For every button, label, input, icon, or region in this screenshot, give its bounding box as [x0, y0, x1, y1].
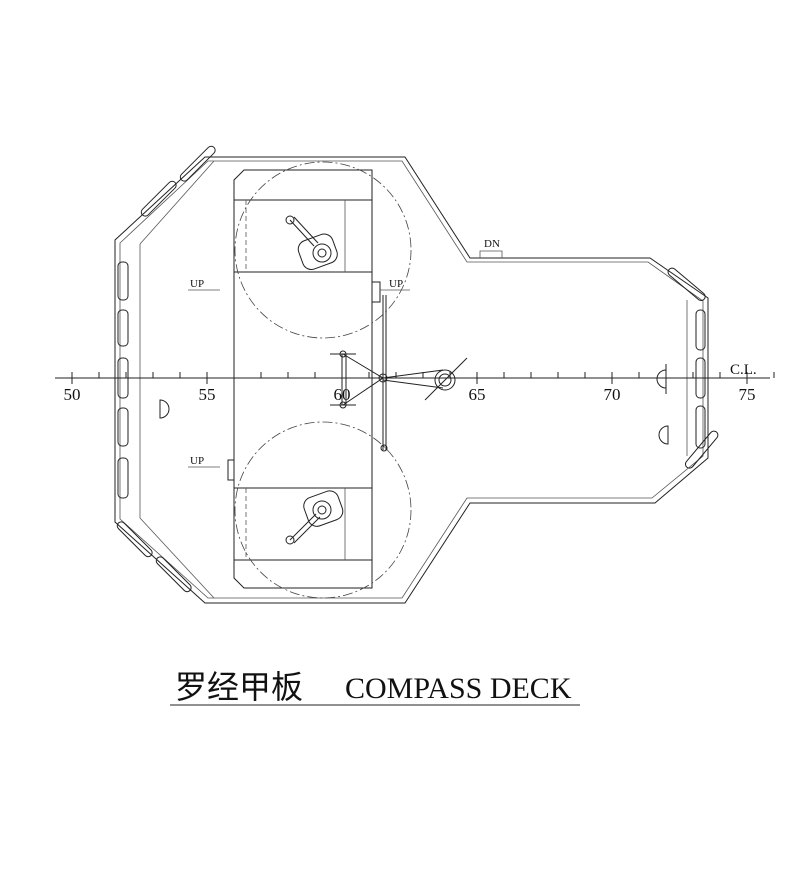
frame-label-60: 60 [334, 385, 351, 404]
deck-outline-outer [114, 156, 709, 604]
lifeboat-bay-bottom [233, 487, 373, 561]
frame-label-65: 65 [469, 385, 486, 404]
frame-label-70: 70 [604, 385, 621, 404]
davit-swing-radius-top [234, 161, 412, 339]
up-label: UP [190, 278, 204, 290]
up-label: UP [389, 278, 403, 290]
frame-ticks [71, 372, 775, 384]
frame-label-75: 75 [739, 385, 756, 404]
title-english: COMPASS DECK [345, 672, 572, 705]
centerline-label: C.L. [730, 362, 757, 378]
davit-bottom [285, 490, 344, 545]
davit-top [285, 215, 338, 270]
mast-rigging [227, 281, 468, 481]
title-chinese: 罗经甲板 [175, 669, 303, 705]
freeing-port-slots [116, 145, 719, 593]
frame-label-55: 55 [199, 385, 216, 404]
lifeboat-bay-top [233, 199, 373, 273]
frame-label-50: 50 [64, 385, 81, 404]
deckhouse-outline [233, 169, 373, 589]
bulwark-line-bottom [139, 517, 215, 599]
up-label: UP [190, 455, 204, 467]
bulwark-line-top [139, 160, 215, 245]
frame-labels: 50 55 60 65 70 75 [64, 385, 756, 404]
deck-outline-inner [119, 160, 704, 599]
vent-heads [159, 364, 669, 445]
down-label: DN [484, 238, 500, 250]
davit-swing-radius-bottom [234, 421, 412, 599]
